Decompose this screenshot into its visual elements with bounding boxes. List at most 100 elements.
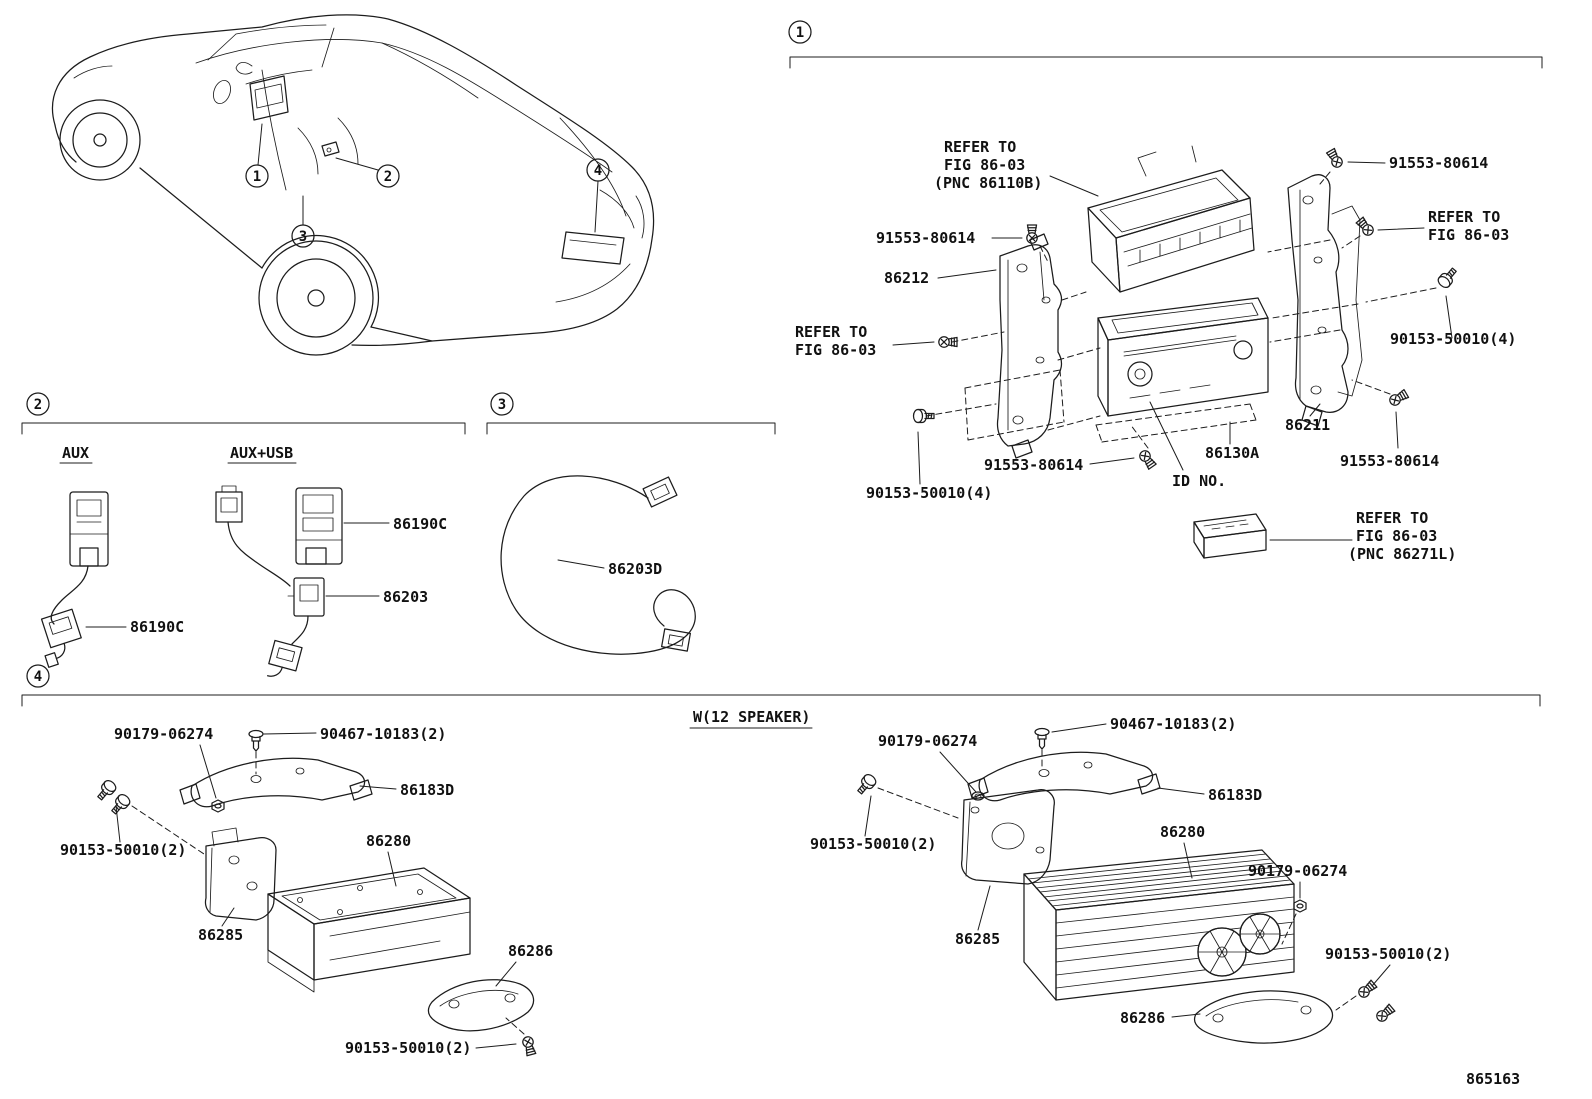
bracket-86285-left — [204, 827, 277, 921]
aux-heading: AUX — [62, 444, 89, 462]
part-label-90467-10183-right: 90467-10183(2) — [1110, 715, 1236, 733]
part-label-86183D-left: 86183D — [400, 781, 454, 799]
part-label-86280-left: 86280 — [366, 832, 411, 850]
section4-right-amplifier — [689, 723, 1396, 1044]
part-label-90153-50010-2-right-b: 90153-50010(2) — [1325, 945, 1451, 963]
screw-left-top — [1026, 224, 1038, 244]
aux-jack-86190C — [40, 491, 109, 668]
screw-bottom-center — [1137, 448, 1158, 471]
labels: 1 2 3 4 1 2 3 4 REFER TO FIG 86-03 (PNC … — [34, 25, 1520, 1088]
twelve-speaker-note: W(12 SPEAKER) — [693, 708, 810, 726]
figure-code: 865163 — [1466, 1070, 1520, 1088]
part-label-86130A: 86130A — [1205, 444, 1259, 462]
part-label-90153-50010-4-left: 90153-50010(4) — [866, 484, 992, 502]
part-label-86280-right: 86280 — [1160, 823, 1205, 841]
navigation-display-unit — [1087, 145, 1255, 293]
bracket-86211 — [1287, 174, 1363, 427]
refer-note-top-line2: FIG 86-03 — [944, 156, 1025, 174]
nut-right — [1293, 899, 1307, 913]
aux-usb-heading: AUX+USB — [230, 444, 293, 462]
refer-note-right-line1: REFER TO — [1428, 208, 1500, 226]
bolt-left — [912, 408, 935, 424]
car-callout-2 — [376, 164, 400, 188]
bolt-right — [1435, 264, 1460, 291]
bracket-86183D-right — [967, 751, 1161, 802]
section4-left-amplifier — [94, 729, 538, 1057]
part-label-90179-06274-right-top: 90179-06274 — [878, 732, 977, 750]
screw-right-a — [1356, 979, 1378, 1000]
clip-pin-left — [248, 729, 264, 752]
section-markers — [21, 20, 1543, 707]
part-label-86190C-right: 86190C — [393, 515, 447, 533]
part-label-86286-left: 86286 — [508, 942, 553, 960]
part-label-86285-left: 86285 — [198, 926, 243, 944]
section1-head-unit-exploded — [892, 145, 1460, 559]
part-label-90153-50010-4-right: 90153-50010(4) — [1390, 330, 1516, 348]
screw-right-b — [1374, 1003, 1396, 1024]
car-callout-4-label: 4 — [594, 163, 602, 179]
bolt-right-assembly — [854, 771, 879, 798]
radio-unit-86130A — [1097, 297, 1269, 417]
bracket-86286-left — [427, 979, 535, 1032]
part-label-90467-10183-left: 90467-10183(2) — [320, 725, 446, 743]
bolt-left-b — [108, 791, 133, 818]
part-label-86211: 86211 — [1285, 416, 1330, 434]
part-label-86190C-left: 86190C — [130, 618, 184, 636]
section2-marker: 2 — [34, 397, 42, 413]
section3-marker: 3 — [498, 397, 506, 413]
car-callout-1-label: 1 — [253, 169, 261, 185]
car-callout-3 — [291, 224, 315, 248]
section2-aux-jacks — [40, 462, 390, 677]
car-amplifier-location — [561, 231, 625, 265]
car-radio-location — [249, 75, 289, 121]
clip-pin-right — [1034, 727, 1050, 750]
part-label-86286-right: 86286 — [1120, 1009, 1165, 1027]
refer-note-right-line2: FIG 86-03 — [1428, 226, 1509, 244]
section4-marker: 4 — [34, 669, 42, 685]
refer-note-top-line3: (PNC 86110B) — [934, 174, 1042, 192]
part-label-91553-80614-bottom-right: 91553-80614 — [1340, 452, 1439, 470]
screw-right — [1355, 216, 1376, 238]
part-label-90153-50010-2-left-b: 90153-50010(2) — [345, 1039, 471, 1057]
part-label-90153-50010-2-right-a: 90153-50010(2) — [810, 835, 936, 853]
part-label-90179-06274-left: 90179-06274 — [114, 725, 213, 743]
bracket-86286-right — [1193, 990, 1333, 1044]
refer-note-bottom-line1: REFER TO — [1356, 509, 1428, 527]
part-label-86212: 86212 — [884, 269, 929, 287]
id-no-label: ID NO. — [1172, 472, 1226, 490]
part-label-86203: 86203 — [383, 588, 428, 606]
part-label-91553-80614-top-right: 91553-80614 — [1389, 154, 1488, 172]
part-label-90153-50010-2-left-a: 90153-50010(2) — [60, 841, 186, 859]
car-callout-4 — [586, 158, 610, 182]
part-label-90179-06274-right-side: 90179-06274 — [1248, 862, 1347, 880]
refer-note-left-line1: REFER TO — [795, 323, 867, 341]
car-callout-2-label: 2 — [384, 169, 392, 185]
module-pnc-86271l — [1193, 513, 1267, 559]
part-label-86285-right: 86285 — [955, 930, 1000, 948]
wire-connector-bottom — [661, 628, 691, 652]
car-illustration — [51, 14, 655, 356]
refer-note-top-line1: REFER TO — [944, 138, 1016, 156]
car-aux-jack-location — [321, 141, 340, 157]
car-callout-1 — [245, 164, 269, 188]
bracket-86183D-left — [179, 757, 373, 808]
car-callout-3-label: 3 — [299, 229, 307, 245]
refer-note-bottom-line2: FIG 86-03 — [1356, 527, 1437, 545]
screw-bottom-right — [1387, 388, 1410, 408]
bracket-86285-right — [960, 789, 1055, 885]
amplifier-86280-right — [1023, 849, 1295, 1001]
aux-usb-jack-86190C — [215, 485, 343, 677]
wire-connector-top — [642, 476, 678, 508]
part-label-91553-80614-left: 91553-80614 — [876, 229, 975, 247]
section3-wire — [500, 475, 696, 655]
refer-note-left-line2: FIG 86-03 — [795, 341, 876, 359]
part-label-91553-80614-bottom-left: 91553-80614 — [984, 456, 1083, 474]
screw-top-right — [1325, 147, 1345, 170]
refer-note-bottom-line3: (PNC 86271L) — [1348, 545, 1456, 563]
section1-marker: 1 — [796, 25, 804, 41]
amplifier-86280-left — [267, 867, 471, 993]
screw-bottom-left-assembly — [521, 1035, 538, 1057]
part-label-86183D-right: 86183D — [1208, 786, 1262, 804]
